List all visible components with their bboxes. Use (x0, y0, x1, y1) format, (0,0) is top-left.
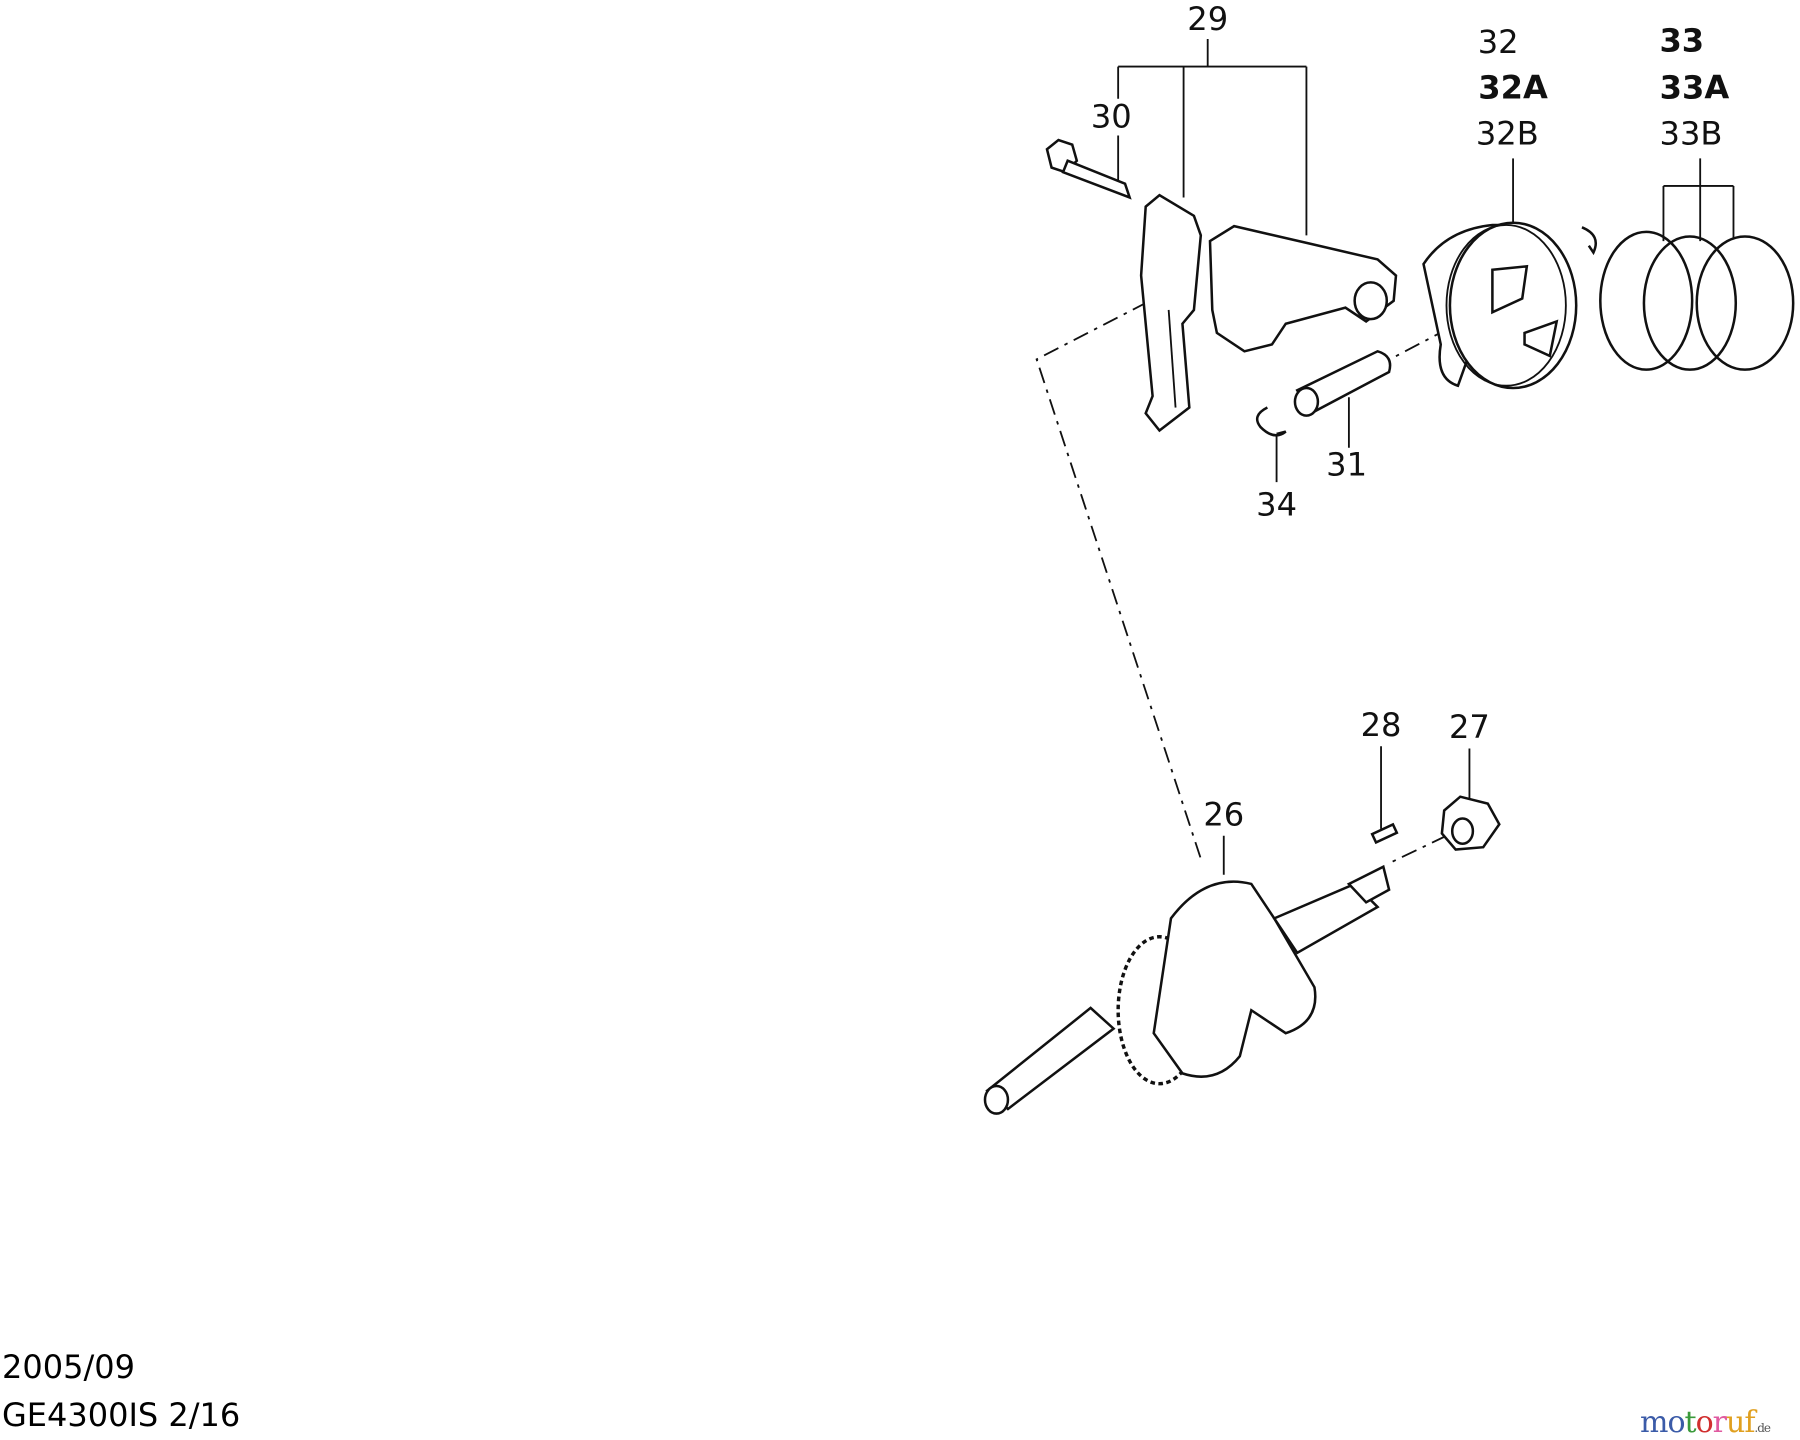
connecting-rod-part[interactable] (1208, 224, 1398, 353)
watermark-text: motoruf (1640, 1405, 1755, 1440)
callout-31: 31 (1326, 445, 1367, 483)
watermark-letter: o (1667, 1405, 1685, 1440)
callout-33b: 33B (1660, 115, 1723, 153)
callout-34: 34 (1256, 485, 1297, 523)
footer-date: 2005/09 (2, 1348, 135, 1386)
watermark-letter: u (1725, 1405, 1745, 1440)
key-part-28[interactable] (1370, 822, 1399, 845)
watermark-letter: o (1695, 1405, 1714, 1440)
callout-27: 27 (1449, 708, 1490, 746)
circlip-part-34[interactable] (1255, 406, 1287, 437)
piston-rings-part-33[interactable] (1599, 230, 1795, 371)
callout-32a: 32A (1478, 69, 1548, 107)
callout-33: 33 (1659, 22, 1704, 60)
crankshaft-part-26[interactable] (983, 864, 1391, 1115)
assembly-line (1035, 286, 1202, 859)
watermark-letter: r (1712, 1405, 1727, 1440)
callout-28: 28 (1361, 706, 1402, 744)
rod-cap-part[interactable] (1139, 193, 1203, 433)
watermark-logo: motoruf.de (1640, 1405, 1771, 1440)
piston-pin-part-31[interactable] (1293, 349, 1392, 417)
callout-29: 29 (1187, 0, 1228, 38)
callout-30: 30 (1091, 97, 1132, 135)
callout-32b: 32B (1476, 115, 1539, 153)
bolt-part-30[interactable] (1045, 138, 1132, 200)
callout-32: 32 (1478, 23, 1519, 61)
watermark-suffix: .de (1754, 1421, 1771, 1435)
leader-lines (1117, 39, 1735, 875)
callout-33a: 33A (1660, 69, 1730, 107)
watermark-letter: t (1684, 1405, 1697, 1440)
piston-part-32[interactable] (1422, 221, 1597, 390)
watermark-letter: f (1744, 1405, 1755, 1440)
assembly-line (1388, 834, 1447, 865)
nut-part-27[interactable] (1440, 795, 1501, 851)
watermark-letter: m (1640, 1405, 1668, 1440)
footer-model-page: GE4300IS 2/16 (2, 1396, 241, 1434)
callout-26: 26 (1203, 795, 1244, 833)
